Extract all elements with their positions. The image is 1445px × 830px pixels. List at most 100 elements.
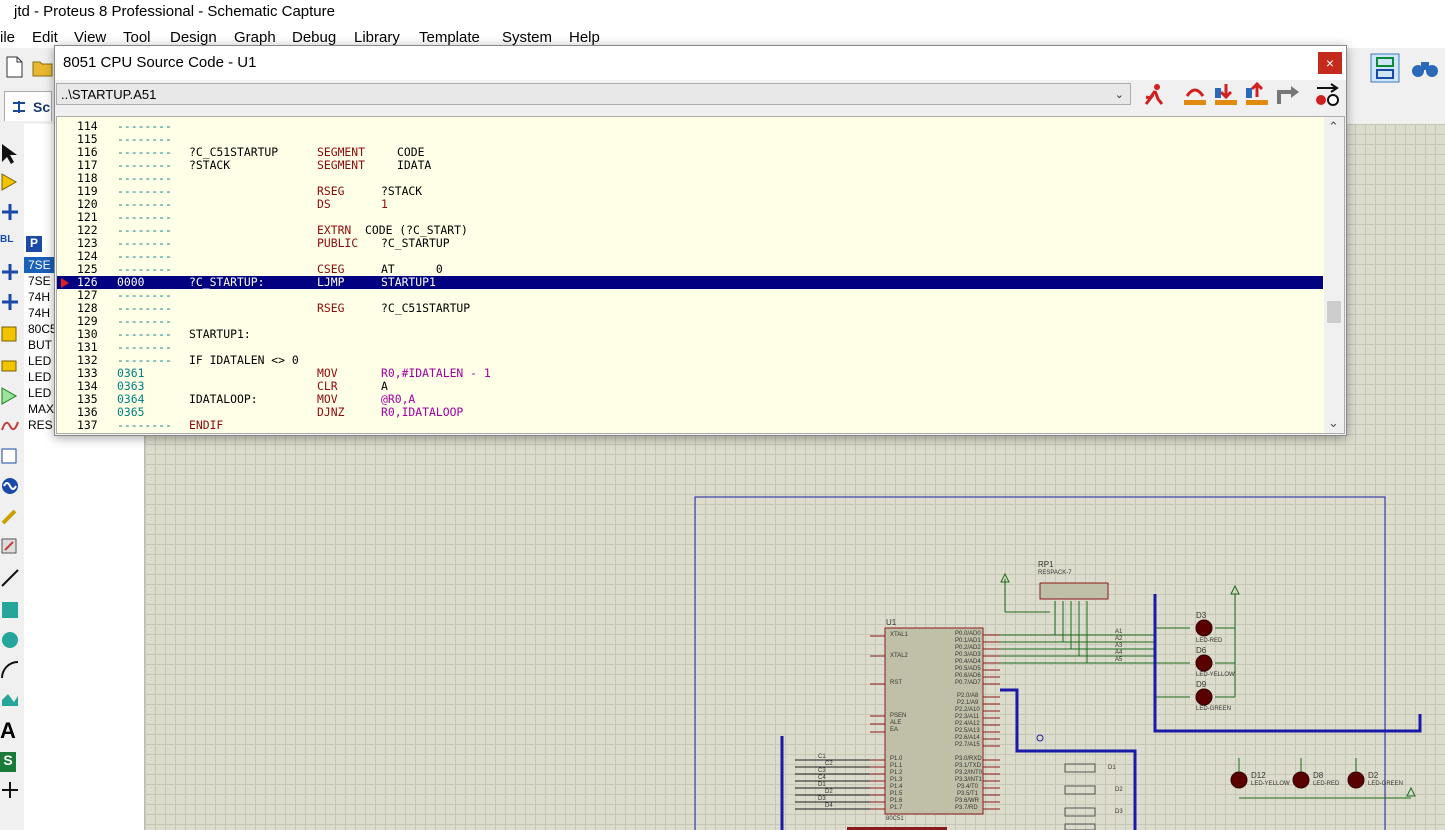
scroll-up-icon[interactable]: ⌃ xyxy=(1328,119,1339,134)
menu-tool[interactable]: Tool xyxy=(123,29,151,46)
menu-design[interactable]: Design xyxy=(170,29,217,46)
open-folder-icon[interactable] xyxy=(32,58,54,78)
circle-tool-icon[interactable] xyxy=(0,630,20,650)
device-item[interactable]: MAX xyxy=(28,402,55,416)
device-item[interactable]: 74H xyxy=(28,290,51,304)
device-item[interactable]: 80C5 xyxy=(28,322,57,336)
menu-view[interactable]: View xyxy=(74,29,107,46)
step-out-icon[interactable] xyxy=(1243,82,1271,108)
bus-mode-icon[interactable] xyxy=(0,292,20,312)
pick-devices-button[interactable]: P xyxy=(26,236,42,252)
device-item[interactable]: 7SE xyxy=(28,258,51,272)
source-file-select[interactable]: ..\STARTUP.A51 ⌄ xyxy=(56,83,1131,105)
run-icon[interactable] xyxy=(1140,82,1168,108)
schematic-view-icon[interactable] xyxy=(1370,53,1400,83)
menu-template[interactable]: Template xyxy=(419,29,480,46)
u1-pin-label: P3.3/INT1 xyxy=(955,777,983,783)
code-line[interactable]: 114-------- xyxy=(77,119,172,133)
code-line[interactable]: 123--------PUBLIC?C_STARTUP xyxy=(77,236,450,250)
step-over-icon[interactable] xyxy=(1181,82,1209,108)
code-line[interactable]: 130--------STARTUP1: xyxy=(77,327,251,341)
arc-tool-icon[interactable] xyxy=(0,660,20,680)
u1-ref: U1 xyxy=(886,618,897,627)
component-mode-icon[interactable] xyxy=(0,172,20,192)
device-item[interactable]: 7SE xyxy=(28,274,51,288)
breakpoint-toggle-icon[interactable] xyxy=(1313,82,1341,108)
device-item[interactable]: 74H xyxy=(28,306,51,320)
junction-icon[interactable] xyxy=(0,202,20,222)
u1-pin-label: P1.0 xyxy=(890,756,903,762)
menu-help[interactable]: Help xyxy=(569,29,600,46)
box-tool-icon[interactable] xyxy=(0,600,20,620)
u1-pin-label: P2.7/A15 xyxy=(955,742,980,748)
menu-system[interactable]: System xyxy=(502,29,553,46)
code-line[interactable]: 127-------- xyxy=(77,288,172,302)
u1-pin-label: P3.6/WR xyxy=(955,798,980,804)
menu-library[interactable]: Library xyxy=(354,29,400,46)
code-line[interactable]: 132--------IF IDATALEN <> 0 xyxy=(77,353,299,367)
code-line[interactable]: 115-------- xyxy=(77,132,172,146)
menu-graph[interactable]: Graph xyxy=(234,29,276,46)
binoculars-icon[interactable] xyxy=(1410,56,1440,80)
rp1-ref: RP1 xyxy=(1038,560,1054,569)
u1-pin-label: P0.5/AD5 xyxy=(955,666,981,672)
scroll-down-icon[interactable]: ⌄ xyxy=(1328,415,1339,430)
code-line[interactable]: 131-------- xyxy=(77,340,172,354)
step-to-icon[interactable] xyxy=(1275,82,1303,108)
terminal-icon[interactable] xyxy=(0,356,20,376)
code-line[interactable]: 119--------RSEG?STACK xyxy=(77,184,423,198)
scroll-thumb[interactable] xyxy=(1327,301,1341,323)
u1-pin-label: P1.2 xyxy=(890,770,903,776)
generator-icon[interactable] xyxy=(0,476,20,496)
pin-icon[interactable] xyxy=(0,386,20,406)
device-item[interactable]: RES xyxy=(28,418,53,432)
u1-pin-label: P2.1/A9 xyxy=(957,700,979,706)
code-line[interactable]: 137--------ENDIF xyxy=(77,418,224,432)
text-tool-icon[interactable]: A xyxy=(0,718,16,743)
instrument-icon[interactable] xyxy=(0,536,20,556)
code-line[interactable]: 124-------- xyxy=(77,249,172,263)
step-into-icon[interactable] xyxy=(1212,82,1240,108)
graph-icon[interactable] xyxy=(0,416,20,436)
menu-file[interactable]: ile xyxy=(0,29,16,46)
source-code-view[interactable]: 114-------- 115-------- 116--------?C_C5… xyxy=(56,116,1345,434)
label-mode-icon[interactable]: BL xyxy=(0,234,14,245)
line-tool-icon[interactable] xyxy=(0,568,20,588)
path-tool-icon[interactable] xyxy=(0,690,20,710)
code-line[interactable]: 118-------- xyxy=(77,171,172,185)
code-line[interactable]: 121-------- xyxy=(77,210,172,224)
new-file-icon[interactable] xyxy=(4,55,24,79)
subcircuit-icon[interactable] xyxy=(0,324,20,344)
dialog-title-bar[interactable]: 8051 CPU Source Code - U1 × xyxy=(55,46,1346,80)
u1-body xyxy=(884,627,984,815)
symbol-tool-icon[interactable]: S xyxy=(0,752,16,772)
code-vertical-scrollbar[interactable]: ⌃ ⌄ xyxy=(1324,117,1344,433)
text-script-icon[interactable] xyxy=(0,262,20,282)
menu-edit[interactable]: Edit xyxy=(32,29,58,46)
code-line[interactable]: 129-------- xyxy=(77,314,172,328)
device-item[interactable]: LED xyxy=(28,354,52,368)
u1-pin-label: P3.0/RXD xyxy=(955,756,982,762)
menu-debug[interactable]: Debug xyxy=(292,29,337,46)
close-button[interactable]: × xyxy=(1318,52,1342,74)
code-line[interactable]: 128--------RSEG?C_C51STARTUP xyxy=(77,301,471,315)
select-arrow-icon[interactable] xyxy=(0,142,20,166)
tab-schematic[interactable]: Sc xyxy=(4,91,52,121)
tape-icon[interactable] xyxy=(0,446,20,466)
device-item[interactable]: LED xyxy=(28,386,52,400)
probe-icon[interactable] xyxy=(0,506,20,526)
marker-tool-icon[interactable] xyxy=(0,780,20,800)
device-item[interactable]: BUT xyxy=(28,338,52,352)
u1-pin-label: P3.2/INT0 xyxy=(955,770,983,776)
device-item[interactable]: LED xyxy=(28,370,52,384)
